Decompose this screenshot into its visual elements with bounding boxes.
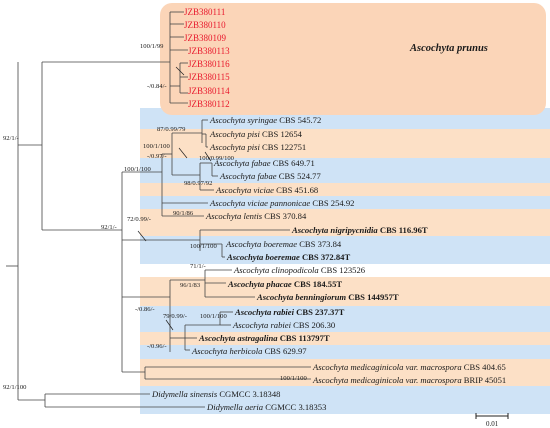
arrow-rabiei [165,319,174,331]
band-herbicola [140,345,550,359]
arrow-fabae [204,151,212,162]
taxon-label: Ascochyta rabiei CBS 237.37T [234,307,345,317]
support-value: 92/1/- [3,135,19,142]
taxon-label: Ascochyta medicaginicola var. macrospora… [312,362,506,372]
support-value: 92/1/100 [3,384,27,391]
support-value: 100/0.99/100 [199,155,235,162]
support-value: 100/1/99 [140,43,164,50]
support-value: -/0.96/- [147,343,167,350]
prunus-clade-label: Ascochyta prunus [409,43,488,54]
prunus-strain-label: JZB380112 [188,99,230,109]
band-lentis [140,209,550,224]
support-value: 100/1/100 [280,375,307,382]
taxon-label: Didymella aeria CGMCC 3.18353 [206,402,326,412]
taxon-label: Ascochyta lentis CBS 370.84 [205,211,307,221]
band-benningiorum [140,291,550,306]
band-astragalina [140,332,550,345]
band-nigripycnidia [140,224,550,236]
support-values: 100/1/99 -/0.84/- 92/1/- 87/0.99/79 100/… [3,43,307,391]
band-clinopodicola [140,264,550,277]
taxon-label: Ascochyta nigripycnidia CBS 116.96T [291,225,428,235]
taxon-label: Ascochyta astragalina CBS 113797T [198,333,330,343]
band-medicaginicola [140,359,550,386]
tree-branches [6,11,311,408]
arrow-boeremae [137,230,147,242]
support-value: 71/1/- [190,263,206,270]
taxon-label: Ascochyta viciae CBS 451.68 [215,185,318,195]
band-pisi [140,129,550,158]
taxon-label: Ascochyta pisi CBS 12654 [209,129,303,139]
taxon-label: Ascochyta herbicola CBS 629.97 [191,346,307,356]
taxon-label: Ascochyta clinopodicola CBS 123526 [233,265,366,275]
band-boeremae [140,236,550,264]
background-bands [140,108,550,414]
prunus-strain-label: JZB380113 [188,46,230,56]
support-value: 79/0.99/- [163,313,187,320]
support-value: 100/1/100 [190,243,217,250]
taxon-label: Ascochyta fabae CBS 524.77 [219,171,321,181]
band-viciae-pannonicae [140,196,550,209]
prunus-strain-label: JZB380114 [188,86,230,96]
band-didymella [140,386,550,414]
taxon-label: Ascochyta boeremae CBS 373.84 [225,239,342,249]
scale-bar-label: 0.01 [486,420,499,428]
prunus-clade-highlight [160,3,546,115]
support-value: 96/1/83 [180,282,201,289]
band-phacae [140,277,550,291]
band-viciae [140,183,550,196]
taxon-label: Ascochyta fabae CBS 649.71 [213,158,315,168]
support-value: 90/1/86 [173,210,194,217]
taxon-label: Didymella sinensis CGMCC 3.18348 [151,389,280,399]
taxon-label: Ascochyta benningiorum CBS 144957T [256,292,399,302]
support-value: -/0.86/- [135,306,155,313]
prunus-strain-label: JZB380110 [184,20,226,30]
taxon-label: Ascochyta medicaginicola var. macrospora… [312,375,506,385]
callout-arrows [137,66,212,331]
prunus-strain-label: JZB380111 [184,7,225,17]
prunus-strain-label: JZB380109 [184,33,227,43]
support-value: 72/0.99/- [127,216,151,223]
taxon-label: Ascochyta pisi CBS 122751 [209,142,306,152]
taxon-label: Ascochyta viciae pannonicae CBS 254.92 [209,198,354,208]
taxon-label: Ascochyta syringae CBS 545.72 [209,115,321,125]
support-value: -/0.84/- [147,83,167,90]
support-value: 98/0.97/92 [184,180,212,187]
prunus-strain-label: JZB380115 [188,72,230,82]
prunus-strain-label: JZB380116 [188,59,230,69]
taxon-label: Ascochyta phacae CBS 184.55T [227,279,342,289]
taxon-label: Ascochyta rabiei CBS 206.30 [232,320,335,330]
support-value: 100/1/100 [200,313,227,320]
support-value: -/0.97/- [147,153,167,160]
taxon-label: Ascochyta boeremae CBS 372.84T [226,252,350,262]
taxon-labels: Ascochyta syringae CBS 545.72 Ascochyta … [151,115,506,412]
band-rabiei [140,306,550,332]
band-fabae [140,158,550,183]
arrow-pisi [178,147,188,159]
arrow-prunus-subclade [175,66,185,76]
support-value: 92/1/- [101,224,117,231]
scale-bar: 0.01 [475,413,509,428]
support-value: 87/0.99/79 [157,126,186,133]
support-value: 100/1/100 [143,143,170,150]
prunus-strains: JZB380111 JZB380110 JZB380109 JZB380113 … [184,7,230,109]
support-value: 100/1/100 [124,166,151,173]
